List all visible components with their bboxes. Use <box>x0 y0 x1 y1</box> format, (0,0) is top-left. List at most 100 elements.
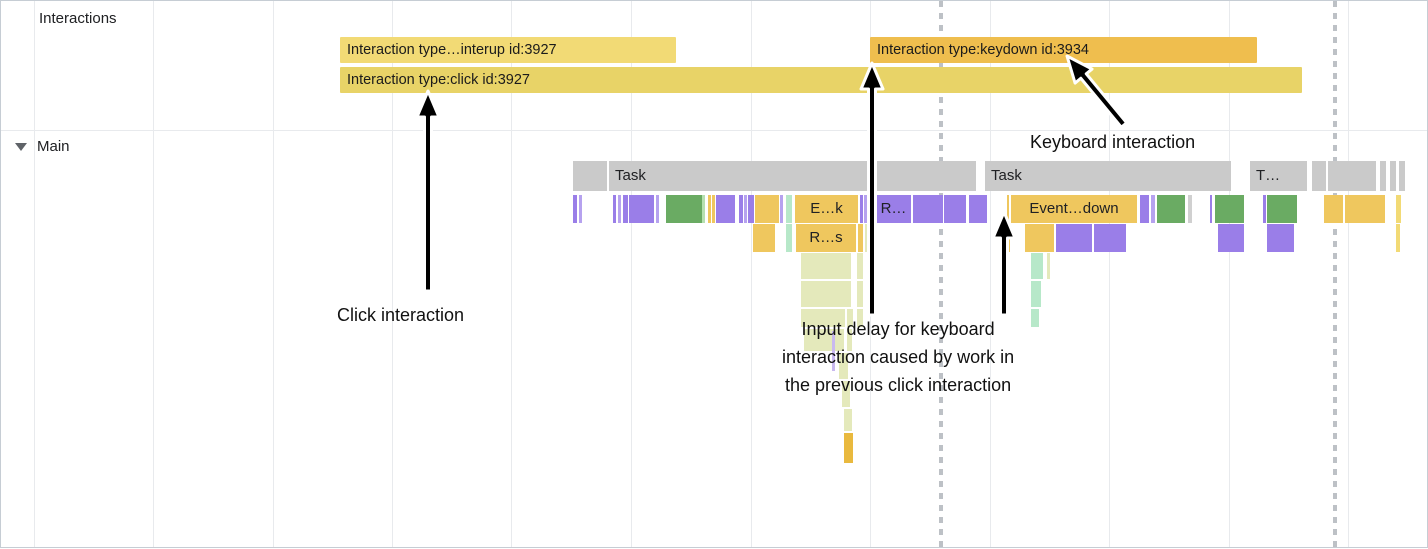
gridline-8 <box>990 1 991 547</box>
flame-block-21[interactable]: R… <box>876 195 911 223</box>
flame-block-26[interactable]: Event…down <box>1011 195 1137 223</box>
flame-block-24[interactable] <box>969 195 987 223</box>
interaction-click[interactable]: Interaction type:click id:3927 <box>340 67 1302 93</box>
flame-block-4[interactable] <box>623 195 628 223</box>
flame-block-7[interactable] <box>1056 224 1092 252</box>
flame-block-37[interactable] <box>1396 195 1401 223</box>
flame-block-10[interactable] <box>712 195 715 223</box>
gridline-10 <box>1229 1 1230 547</box>
flame-deep-block-7[interactable] <box>801 309 845 327</box>
flame-block-13[interactable] <box>744 195 747 223</box>
flame-block-11[interactable] <box>716 195 735 223</box>
flame-deep-block-9[interactable] <box>857 309 863 327</box>
flame-block-8[interactable] <box>1094 224 1126 252</box>
flame-deep-block-13[interactable] <box>832 331 835 371</box>
flame-block-1[interactable] <box>786 224 792 252</box>
flame-block-9[interactable] <box>1218 224 1244 252</box>
flame-block-2[interactable] <box>613 195 616 223</box>
track-header-separator <box>34 1 35 547</box>
flame-block-23[interactable] <box>944 195 966 223</box>
flame-block-34[interactable] <box>1267 195 1297 223</box>
task-segment-5[interactable]: T… <box>1250 161 1307 191</box>
flame-deep-block-5[interactable] <box>857 281 863 307</box>
flame-block-18[interactable]: E…k <box>795 195 858 223</box>
flame-deep-block-10[interactable] <box>1031 309 1039 327</box>
flame-deep-block-12[interactable] <box>847 329 852 351</box>
task-segment-4[interactable]: Task <box>985 161 1231 191</box>
flame-block-14[interactable] <box>748 195 754 223</box>
task-segment-9[interactable] <box>1390 161 1396 191</box>
chevron-down-icon[interactable] <box>15 143 27 151</box>
flame-block-6[interactable] <box>656 195 659 223</box>
annotation-click-interaction: Click interaction <box>337 305 465 325</box>
flame-deep-block-18[interactable] <box>844 433 853 463</box>
task-segment-8[interactable] <box>1380 161 1386 191</box>
gridline-5 <box>631 1 632 547</box>
task-segment-6[interactable] <box>1312 161 1326 191</box>
gridline-11 <box>1348 1 1349 547</box>
interaction-pointerup[interactable]: Interaction type…interup id:3927 <box>340 37 676 63</box>
flame-block-17[interactable] <box>786 195 792 223</box>
flame-block-15[interactable] <box>755 195 779 223</box>
task-segment-2[interactable]: Task <box>609 161 873 191</box>
flame-deep-block-2[interactable] <box>1031 253 1043 279</box>
annotation-keyboard-interaction: Keyboard interaction <box>1030 132 1196 152</box>
flame-block-8[interactable] <box>702 195 705 223</box>
gridline-4 <box>511 1 512 547</box>
flame-deep-block-0[interactable] <box>801 253 851 279</box>
task-segment-3[interactable] <box>874 161 976 191</box>
flame-block-0[interactable] <box>573 195 577 223</box>
flame-block-16[interactable] <box>780 195 783 223</box>
flame-block-28[interactable] <box>1151 195 1155 223</box>
gridline-6 <box>751 1 752 547</box>
flame-block-32[interactable] <box>1215 195 1244 223</box>
flame-block-19[interactable] <box>860 195 863 223</box>
interaction-keydown[interactable]: Interaction type:keydown id:3934 <box>870 37 1257 63</box>
flame-deep-block-15[interactable] <box>839 353 846 379</box>
track-divider <box>1 130 1427 131</box>
flame-block-6[interactable] <box>1025 224 1054 252</box>
dashed-marker-1 <box>1333 1 1337 547</box>
flame-block-1[interactable] <box>579 195 582 223</box>
flame-deep-block-3[interactable] <box>1047 253 1050 279</box>
flame-deep-block-4[interactable] <box>801 281 851 307</box>
flame-block-36[interactable] <box>1345 195 1385 223</box>
flame-block-4[interactable] <box>865 224 871 252</box>
gridline-9 <box>1109 1 1110 547</box>
flame-block-25[interactable] <box>1007 195 1009 223</box>
task-segment-1[interactable] <box>573 161 607 191</box>
track-label-main[interactable]: Main <box>37 138 70 155</box>
flame-block-5[interactable] <box>1007 224 1010 252</box>
flame-deep-block-1[interactable] <box>857 253 863 279</box>
flame-deep-block-14[interactable] <box>844 353 848 379</box>
flame-deep-block-16[interactable] <box>842 381 850 407</box>
flame-block-9[interactable] <box>708 195 711 223</box>
flame-block-20[interactable] <box>864 195 870 223</box>
flame-block-2[interactable]: R…s <box>796 224 856 252</box>
flame-block-3[interactable] <box>858 224 863 252</box>
dashed-marker-0 <box>939 1 943 547</box>
flame-block-29[interactable] <box>1157 195 1185 223</box>
task-segment-7[interactable] <box>1328 161 1376 191</box>
flame-block-3[interactable] <box>618 195 621 223</box>
flame-block-35[interactable] <box>1324 195 1343 223</box>
flame-block-11[interactable] <box>1396 224 1400 252</box>
flame-block-5[interactable] <box>629 195 654 223</box>
flame-deep-block-17[interactable] <box>844 409 852 431</box>
task-segment-10[interactable] <box>1399 161 1405 191</box>
flame-deep-block-8[interactable] <box>847 309 853 327</box>
annotation-input-delay: Input delay for keyboard interaction cau… <box>782 319 1015 395</box>
flame-block-12[interactable] <box>739 195 743 223</box>
flame-block-33[interactable] <box>1263 195 1266 223</box>
gridline-1 <box>153 1 154 547</box>
flame-block-31[interactable] <box>1210 195 1212 223</box>
track-label-interactions[interactable]: Interactions <box>39 10 117 27</box>
flame-block-27[interactable] <box>1140 195 1149 223</box>
flame-block-7[interactable] <box>666 195 702 223</box>
flame-block-10[interactable] <box>1267 224 1294 252</box>
flame-block-0[interactable] <box>753 224 775 252</box>
flame-block-22[interactable] <box>913 195 943 223</box>
flame-block-30[interactable] <box>1188 195 1192 223</box>
flame-deep-block-6[interactable] <box>1031 281 1041 307</box>
